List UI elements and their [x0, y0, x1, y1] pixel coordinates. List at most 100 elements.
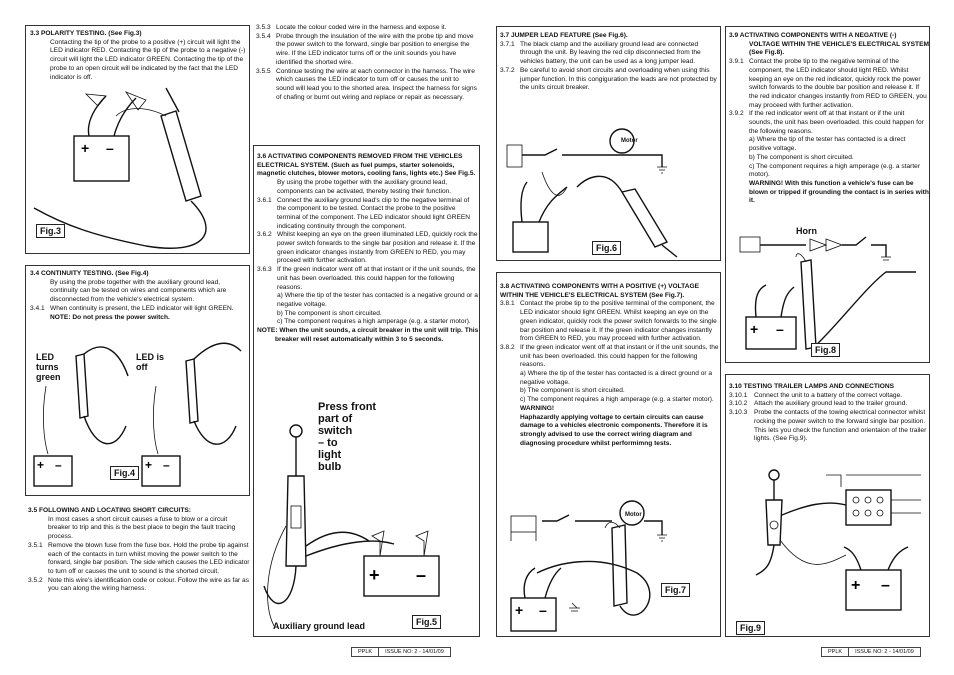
heading-3-7: 3.7 JUMPER LEAD FEATURE (See Fig.6). — [500, 32, 628, 39]
heading-3-3: 3.3 POLARITY TESTING. (See Fig.3) — [30, 30, 142, 37]
text-3-7-2: Be careful to avoid short circuits and o… — [520, 66, 717, 92]
svg-text:–: – — [163, 458, 170, 472]
reason-3-8-a: a) Where the tip of the tester has conta… — [520, 370, 713, 386]
num-3-10-3: 3.10.3 — [729, 409, 748, 417]
reason-3-6-a: a) Where the tip of the tester has conta… — [277, 292, 478, 308]
svg-text:+: + — [851, 577, 860, 594]
heading-3-5: 3.5 FOLLOWING AND LOCATING SHORT CIRCUIT… — [28, 507, 192, 514]
svg-text:+: + — [750, 321, 758, 337]
footer-right: PPLK ISSUE NO: 2 - 14/01/09 — [821, 647, 921, 657]
text-3-8-1: Contact the probe tip to the positive te… — [520, 300, 717, 343]
num-3-4-1: 3.4.1 — [30, 304, 45, 312]
reason-3-6-c: c) The component requires a high amperag… — [277, 318, 471, 326]
num-3-9-1: 3.9.1 — [729, 58, 744, 66]
svg-text:–: – — [539, 602, 547, 618]
text-3-10-2: Attach the auxiliary ground lead to the … — [754, 400, 908, 408]
fig4-label: Fig.4 — [110, 466, 140, 480]
num-3-5-5: 3.5.5 — [256, 67, 271, 75]
reason-3-8-b: b) The component is short circuited. — [520, 387, 625, 395]
note-3-6: NOTE: When the unit sounds, a circuit br… — [257, 327, 479, 343]
fig7-label: Fig.7 — [661, 583, 691, 597]
label-led-is-off: LED is off — [136, 352, 165, 372]
num-3-7-2: 3.7.2 — [500, 66, 515, 74]
num-3-8-1: 3.8.1 — [500, 300, 515, 308]
text-3-6-2: Whilst keeping an eye on the green illum… — [277, 231, 478, 265]
fig6-illustration — [506, 128, 678, 258]
reason-3-9-c: c) The component requires a high amperag… — [749, 162, 921, 179]
reason-3-6-b: b) The component is short circuited. — [277, 309, 382, 317]
fig6-label: Fig.6 — [592, 241, 622, 255]
svg-text:+: + — [81, 140, 89, 156]
svg-text:–: – — [55, 458, 62, 472]
text-3-10-1: Connect the unit to a battery of the cor… — [754, 391, 903, 399]
heading-3-4: 3.4 CONTINUITY TESTING. (See Fig.4) — [30, 270, 149, 277]
svg-text:–: – — [776, 321, 784, 337]
label-motor-fig7: Motor — [625, 512, 642, 518]
warning-head-3-8: WARNING! — [520, 404, 555, 412]
label-led-turns-green: LED turns green — [36, 352, 61, 382]
text-3-5-4: Probe through the insulation of the wire… — [276, 32, 474, 66]
text-3-5-1: Remove the blown fuse from the fuse box.… — [48, 541, 250, 575]
note-3-4-1: NOTE: Do not press the power switch. — [50, 313, 170, 321]
text-3-10-3: Probe the contacts of the towing electri… — [754, 409, 927, 443]
num-3-7-1: 3.7.1 — [500, 40, 515, 48]
text-3-4: By using the probe together with the aux… — [50, 278, 227, 304]
fig8-illustration: + – — [739, 236, 916, 350]
svg-text:+: + — [369, 565, 380, 585]
heading-3-10: 3.10 TESTING TRAILER LAMPS AND CONNECTIO… — [729, 383, 894, 390]
fig9-illustration: + – — [755, 469, 921, 611]
warning-3-9: WARNING! With this function a vehicle's … — [749, 179, 929, 205]
text-3-5-3: Locate the colour coded wire in the harn… — [276, 24, 447, 31]
reason-3-9-b: b) The component is short circuited. — [749, 153, 854, 161]
heading-3-9: 3.9 ACTIVATING COMPONENTS WITH A NEGATIV… — [729, 32, 929, 57]
fig5-label: Fig.5 — [412, 615, 442, 629]
label-horn: Horn — [796, 226, 817, 236]
num-3-6-2: 3.6.2 — [257, 231, 272, 239]
svg-text:–: – — [416, 565, 426, 585]
panel-activating-negative: 3.9 ACTIVATING COMPONENTS WITH A NEGATIV… — [725, 26, 930, 363]
reason-3-8-c: c) The component requires a high amperag… — [520, 396, 714, 404]
text-3-6-1: Connect the auxiliary ground lead's clip… — [277, 196, 471, 230]
heading-3-8: 3.8 ACTIVATING COMPONENTS WITH A POSITIV… — [500, 283, 699, 299]
footer-code: PPLK — [352, 648, 380, 656]
text-3-9-2: If the red indicator went off at that in… — [749, 110, 924, 135]
svg-text:+: + — [37, 458, 44, 472]
num-3-10-2: 3.10.2 — [729, 400, 748, 408]
num-3-6-1: 3.6.1 — [257, 196, 272, 204]
svg-text:–: – — [106, 140, 114, 156]
text-3-4-1: When continuity is present, the LED indi… — [50, 304, 234, 312]
fig3-label: Fig.3 — [36, 224, 66, 238]
fig5-illustration: + – — [263, 424, 440, 627]
fig4-illustration: + – + – — [33, 342, 242, 487]
num-3-10-1: 3.10.1 — [729, 391, 748, 399]
footer-left: PPLK ISSUE NO: 2 - 14/01/09 — [351, 647, 451, 657]
panel-trailer-lamps: 3.10 TESTING TRAILER LAMPS AND CONNECTIO… — [725, 374, 930, 637]
section-3-5-cont: 3.5.3 Locate the colour coded wire in the… — [256, 24, 478, 102]
panel-continuity-testing: 3.4 CONTINUITY TESTING. (See Fig.4) By u… — [25, 265, 250, 496]
num-3-8-2: 3.8.2 — [500, 343, 515, 351]
text-3-8-2: If the green indicator went off at that … — [520, 343, 719, 369]
svg-text:+: + — [145, 458, 152, 472]
fig9-label: Fig.9 — [736, 621, 766, 635]
fig3-illustration: + – — [33, 87, 207, 249]
footer-code-right: PPLK — [822, 648, 850, 656]
svg-text:+: + — [515, 602, 523, 618]
num-3-5-3: 3.5.3 — [256, 24, 271, 31]
panel-polarity-testing: 3.3 POLARITY TESTING. (See Fig.3) Contac… — [25, 25, 250, 254]
heading-3-6: 3.6 ACTIVATING COMPONENTS REMOVED FROM T… — [257, 153, 476, 178]
text-3-7-1: The black clamp and the auxiliary ground… — [520, 40, 701, 66]
text-3-5: In most cases a short circuit causes a f… — [48, 515, 236, 541]
section-3-5: 3.5 FOLLOWING AND LOCATING SHORT CIRCUIT… — [28, 507, 250, 594]
num-3-9-2: 3.9.2 — [729, 110, 744, 118]
num-3-5-2: 3.5.2 — [28, 576, 43, 584]
label-auxiliary-ground-lead: Auxiliary ground lead — [273, 621, 366, 631]
text-3-6: By using the probe together with the aux… — [277, 179, 452, 195]
text-3-3: Contacting the tip of the probe to a pos… — [50, 38, 246, 81]
panel-jumper-lead: 3.7 JUMPER LEAD FEATURE (See Fig.6). 3.7… — [496, 26, 721, 261]
num-3-6-3: 3.6.3 — [257, 266, 272, 274]
num-3-5-1: 3.5.1 — [28, 541, 43, 549]
reason-3-9-a: a) Where the tip of the tester has conta… — [749, 136, 906, 153]
fig7-illustration: + – — [510, 500, 667, 632]
text-3-6-3: If the green indicator went off at that … — [277, 266, 476, 291]
